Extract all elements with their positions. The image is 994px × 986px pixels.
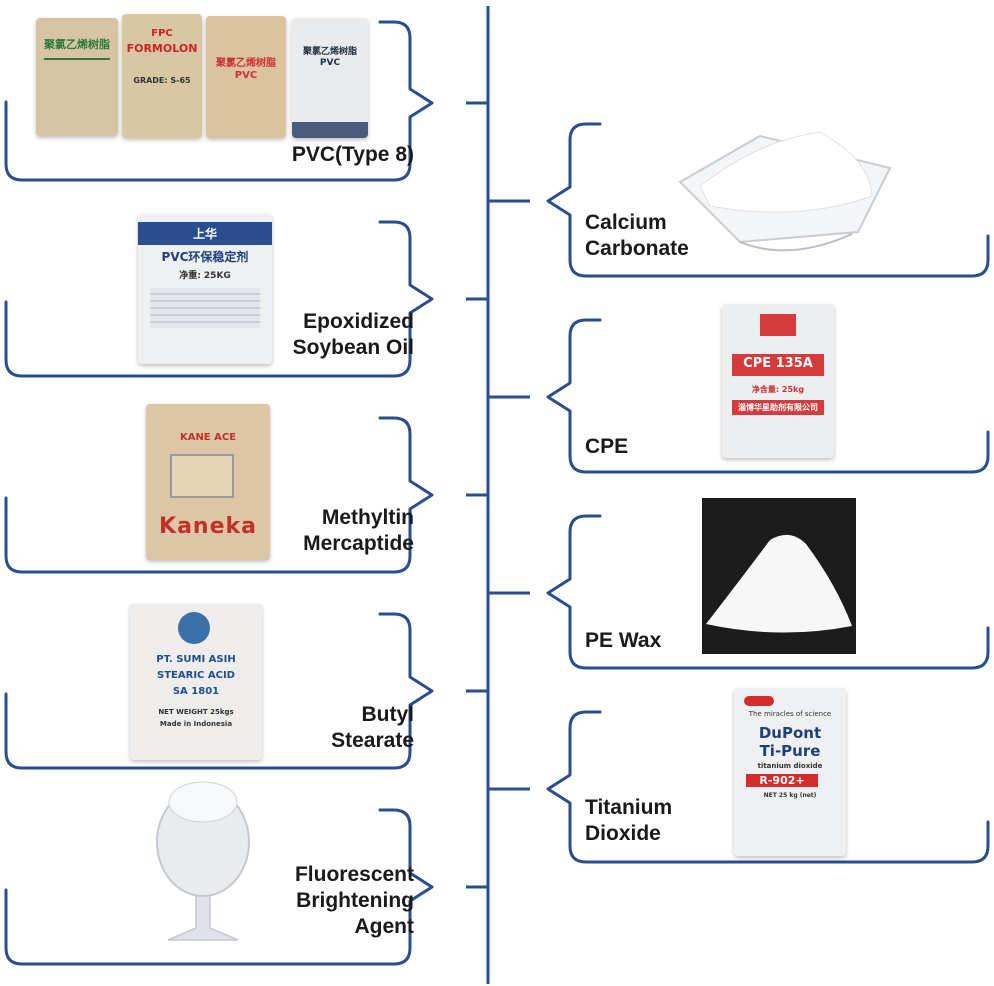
dupont-product: Ti-Pure [759, 742, 821, 760]
kaneka-product: KANE ACE [179, 432, 237, 443]
flask-stem [167, 895, 239, 941]
dupont-brand: DuPont [758, 724, 822, 742]
stearic-grade: SA 1801 [172, 686, 220, 697]
left-frame-5 [4, 808, 434, 966]
label-cpe: CPE [585, 435, 629, 458]
kaneka-logo-text: Kaneka [159, 514, 257, 539]
kaneka-bag-image: KANE ACE Kaneka [146, 404, 270, 560]
stearic-company: PT. SUMI ASIH [156, 654, 236, 665]
pvc-bag-2-brand: FPC [151, 28, 173, 39]
right-frame-3 [546, 514, 990, 670]
pvc-bag-4-sub: PVC [319, 58, 341, 68]
cpe-grade: 135A [775, 356, 813, 371]
white-powder-bowl-image [678, 131, 892, 252]
cpe-company: 淄博华星助剂有限公司 [732, 400, 824, 415]
sumi-asih-logo [178, 612, 210, 644]
bowl-base [739, 233, 853, 252]
cpe-grade-row: CPE 135A [722, 356, 834, 371]
right-frame-1 [546, 122, 990, 278]
left-frames [4, 20, 434, 966]
spine-ticks [466, 101, 530, 889]
cpe-name: CPE [743, 356, 772, 371]
flask-image [156, 781, 250, 941]
stabilizer-weight: 净重: 25KG [179, 271, 231, 281]
label-pvc: PVC(Type 8) [291, 143, 414, 166]
pvc-bag-3-sub: PVC [234, 70, 258, 81]
dupont-desc: titanium dioxide [757, 762, 823, 770]
left-frame-4 [4, 612, 434, 770]
label-pe-wax: PE Wax [585, 629, 662, 652]
pile-powder [706, 534, 852, 633]
right-frame-2 [546, 318, 990, 474]
right-frames [546, 122, 990, 864]
left-frame-3 [4, 416, 434, 574]
pvc-bag-3-title: 聚氯乙烯树脂 [216, 58, 276, 69]
stabilizer-brand: 上华 [138, 222, 272, 245]
pvc-bag-2-name: FORMOLON [126, 42, 198, 55]
dupont-grade: R-902+ [746, 774, 818, 787]
stearic-weight: NET WEIGHT 25kgs [158, 708, 234, 716]
pvc-bag-4: 聚氯乙烯树脂 PVC [292, 18, 368, 138]
pvc-bag-1: 聚氯乙烯树脂 [36, 18, 118, 136]
cpe-logo [760, 314, 796, 336]
stabilizer-title: PVC环保稳定剂 [161, 250, 249, 264]
dupont-tagline: The miracles of science [748, 710, 832, 718]
cpe-red-band [732, 354, 824, 376]
dupont-bag-image: The miracles of science DuPont Ti-Pure t… [734, 688, 846, 856]
pvc-bag-2-grade: GRADE: S-65 [133, 76, 191, 85]
right-frame-4 [546, 710, 990, 864]
stearic-acid-bag-image: PT. SUMI ASIH STEARIC ACID SA 1801 NET W… [130, 604, 262, 760]
stearic-origin: Made in Indonesia [159, 720, 233, 728]
flask-neck [168, 781, 238, 823]
pvc-bag-3: 聚氯乙烯树脂 PVC [206, 16, 286, 138]
pvc-bag-2: FPC FORMOLON GRADE: S-65 [122, 14, 202, 138]
left-frame-2 [4, 220, 434, 378]
cpe-weight: 净含量: 25kg [751, 385, 805, 394]
dupont-logo [744, 696, 774, 706]
stabilizer-bag-image: 上华 PVC环保稳定剂 净重: 25KG [138, 214, 272, 364]
pvc-bags-image: 聚氯乙烯树脂 FPC FORMOLON GRADE: S-65 聚氯乙烯树脂 P… [36, 14, 370, 140]
pvc-bag-1-title: 聚氯乙烯树脂 [44, 38, 110, 51]
left-frame-1 [4, 20, 434, 182]
stearic-product: STEARIC ACID [157, 670, 235, 681]
powder-mound [699, 131, 873, 213]
pvc-bag-4-title: 聚氯乙烯树脂 [302, 47, 357, 57]
cpe-bag-image: CPE 135A 净含量: 25kg 淄博华星助剂有限公司 [722, 304, 834, 458]
dupont-weight: NET 25 kg (net) [763, 792, 817, 799]
powder-pile-image [702, 498, 856, 654]
